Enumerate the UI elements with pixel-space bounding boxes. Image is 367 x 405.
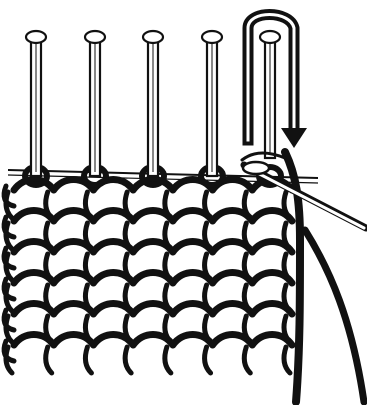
needle-group xyxy=(26,31,280,176)
stitch-loop xyxy=(46,347,52,373)
knitted-fabric xyxy=(4,167,292,373)
transfer-tool xyxy=(243,162,366,228)
stitch-row xyxy=(14,242,292,253)
stitch-row xyxy=(14,273,292,284)
stitch-row xyxy=(14,304,292,315)
stitch-loop xyxy=(284,347,290,373)
stitch-loop xyxy=(85,347,91,373)
needle xyxy=(85,31,105,176)
needle xyxy=(260,31,280,158)
needle xyxy=(143,31,163,176)
down-arrow-icon xyxy=(281,128,307,148)
stitch-loop xyxy=(244,347,250,373)
needle xyxy=(26,31,46,176)
needle xyxy=(202,31,222,176)
stitch-row xyxy=(14,211,292,222)
stitch-loop xyxy=(204,347,210,373)
stitch-loop xyxy=(125,347,131,373)
stitch-row xyxy=(14,335,292,346)
stitch-loop xyxy=(165,347,171,373)
